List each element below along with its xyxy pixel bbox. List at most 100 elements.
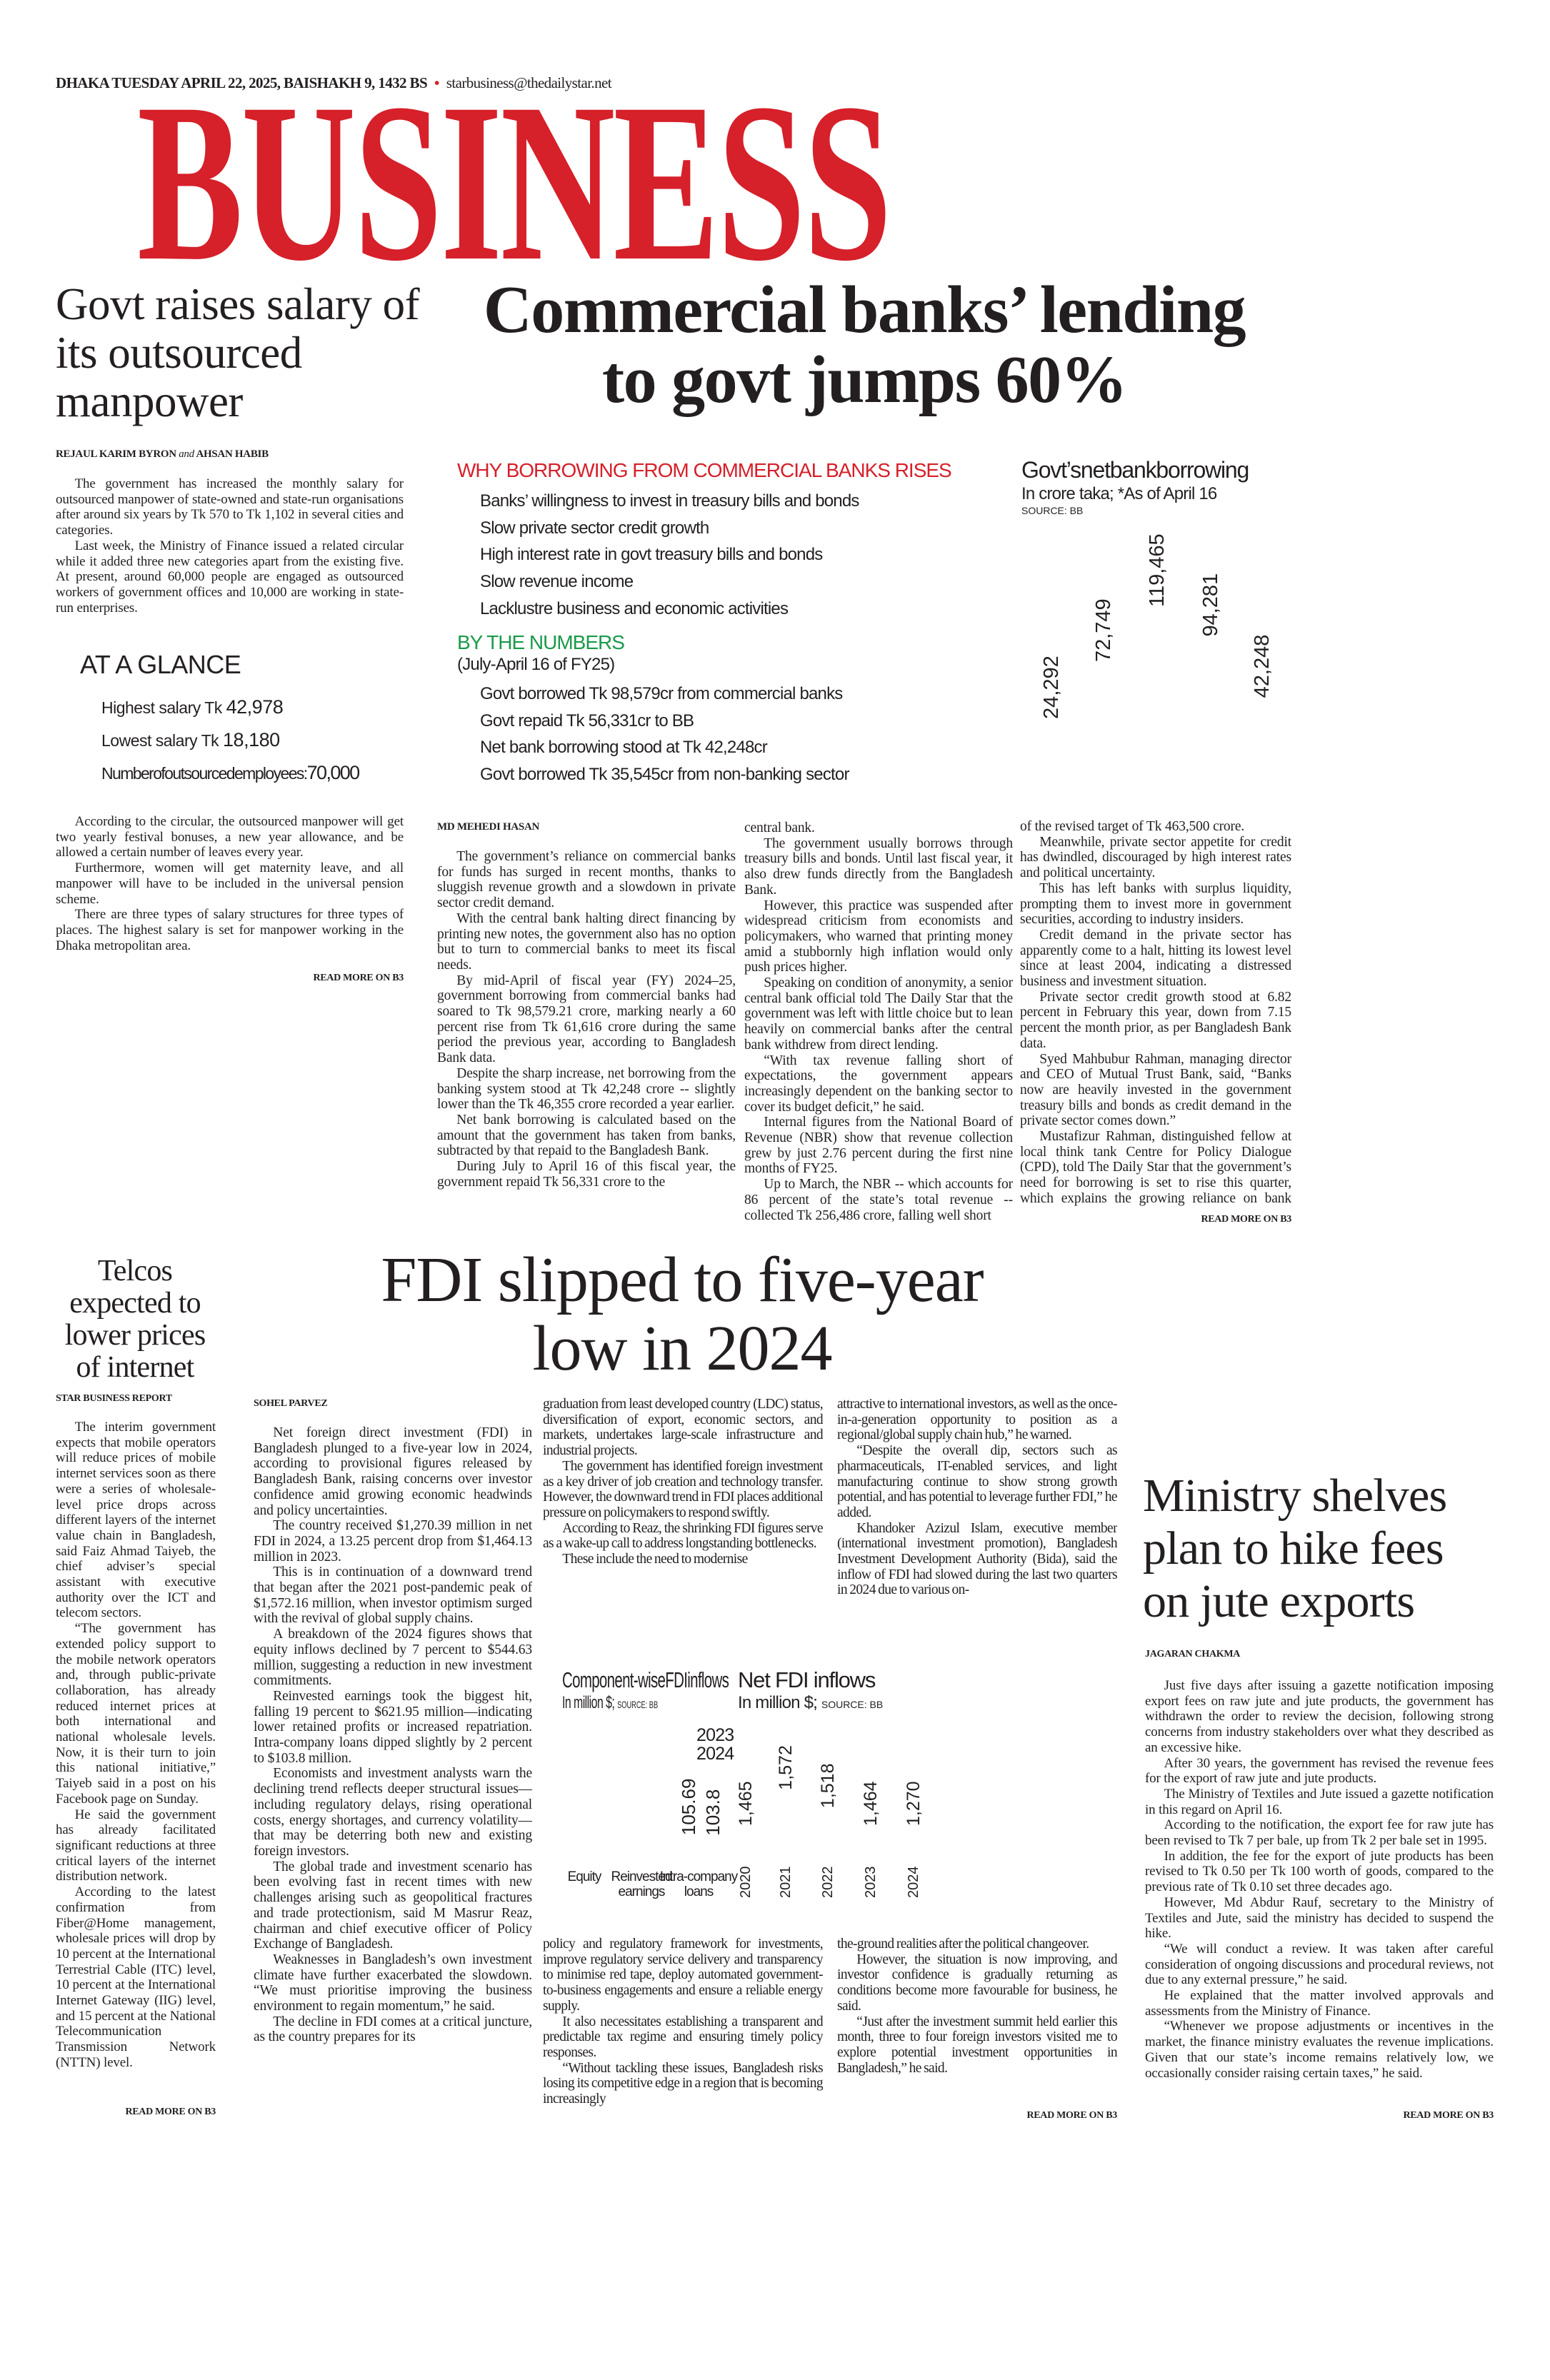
paragraph: By mid-April of fiscal year (FY) 2024–25… <box>437 973 736 1066</box>
paragraph: He explained that the matter involved ap… <box>1145 1988 1494 2019</box>
paragraph: Syed Mahbubur Rahman, managing director … <box>1020 1051 1291 1129</box>
paragraph: Speaking on condition of anonymity, a se… <box>744 975 1013 1053</box>
paragraph: Net foreign direct investment (FDI) in B… <box>254 1425 532 1518</box>
byline-conjunction: and <box>179 448 194 460</box>
telcos-headline[interactable]: Telcos expected to lower prices of inter… <box>50 1255 220 1384</box>
paragraph: This has left banks with surplus liquidi… <box>1020 880 1291 928</box>
paragraph: central bank. <box>744 820 815 835</box>
headline-line: low in 2024 <box>532 1313 832 1384</box>
bar-value-label: 1,270 <box>904 1781 924 1826</box>
fdi-column-2-top: graduation from least developed country … <box>543 1397 823 1632</box>
section-masthead: BUSINESS <box>137 56 892 308</box>
paragraph: The government has increased the monthly… <box>56 476 404 538</box>
banks-headline[interactable]: Commercial banks’ lending to govt jumps … <box>429 275 1300 415</box>
year-axis-label: 2020 <box>738 1867 754 1899</box>
year-axis-label: 2023 <box>863 1867 879 1899</box>
paragraph: A breakdown of the 2024 figures shows th… <box>254 1627 532 1689</box>
glance-value: 70,000 <box>306 762 361 783</box>
reason-item: Lacklustre business and economic activit… <box>480 598 789 618</box>
telcos-byline: STAR BUSINESS REPORT <box>56 1393 172 1404</box>
read-more-link[interactable]: READ MORE ON B3 <box>313 973 404 983</box>
chart-bar <box>812 1808 841 1864</box>
paragraph: There are three types of salary structur… <box>56 907 404 953</box>
chart-source: SOURCE: BB <box>821 1699 884 1710</box>
paragraph: According to the latest confirmation fro… <box>56 1884 216 2070</box>
why-borrowing-list: Banks’ willingness to invest in treasury… <box>480 488 859 623</box>
read-more-link[interactable]: READ MORE ON B3 <box>125 2107 216 2117</box>
paragraph: These include the need to modernise <box>562 1552 748 1567</box>
paragraph: “Despite the overall dip, sectors such a… <box>837 1443 1117 1520</box>
section-email-link[interactable]: starbusiness@thedailystar.net <box>446 74 612 91</box>
paragraph: Khandoker Azizul Islam, executive member… <box>837 1520 1117 1598</box>
paragraph: This is in continuation of a downward tr… <box>254 1565 532 1627</box>
paragraph: “The government has extended policy supp… <box>56 1621 216 1807</box>
headline-line: lower prices <box>64 1319 206 1352</box>
number-item: Net bank borrowing stood at Tk 42,248cr <box>480 738 768 757</box>
glance-label: Highest salary Tk <box>101 698 226 717</box>
bullet-dot-icon: • <box>434 74 439 91</box>
glance-label: Lowest salary Tk <box>101 731 224 750</box>
paragraph: The government has identified foreign in… <box>543 1458 823 1520</box>
paragraph: The interim government expects that mobi… <box>56 1420 216 1621</box>
chart-title: Component-wiseFDIinflows <box>562 1667 729 1692</box>
paragraph: attractive to international investors, a… <box>837 1397 1117 1443</box>
salary-headline[interactable]: Govt raises salary of its outsourced man… <box>56 279 420 426</box>
paragraph: Economists and investment analysts warn … <box>254 1766 532 1859</box>
banks-byline: MD MEHEDI HASAN <box>437 821 540 833</box>
read-more-link[interactable]: READ MORE ON B3 <box>1201 1214 1291 1225</box>
bar-value-label: 1,465 <box>736 1781 756 1826</box>
chart-bar <box>1081 662 1119 748</box>
banks-column-3: of the revised target of Tk 463,500 cror… <box>1020 819 1291 1208</box>
paragraph: The government usually borrows through t… <box>744 835 1013 898</box>
chart-unit: In million $; <box>562 1693 615 1712</box>
headline-line: Ministry shelves <box>1143 1470 1447 1522</box>
banks-column-2: central bank.The government usually borr… <box>744 820 1013 1238</box>
jute-byline: JAGARAN CHAKMA <box>1145 1649 1241 1660</box>
net-fdi-chart-header: Net FDI inflows In million $; SOURCE: BB <box>738 1667 883 1713</box>
jute-body: Just five days after issuing a gazette n… <box>1145 1678 1494 2110</box>
paragraph: With the central bank halting direct fin… <box>437 910 736 973</box>
paragraph: Up to March, the NBR -- which accounts f… <box>744 1177 1013 1223</box>
paragraph: Last week, the Ministry of Finance issue… <box>56 538 404 616</box>
category-label: Equity <box>568 1869 602 1884</box>
glance-item: Lowest salary Tk 18,180 <box>101 724 359 757</box>
read-more-link[interactable]: READ MORE ON B3 <box>1403 2110 1494 2121</box>
why-borrowing-title: WHY BORROWING FROM COMMERCIAL BANKS RISE… <box>457 459 952 481</box>
paragraph: After 30 years, the government has revis… <box>1145 1755 1494 1787</box>
headline-line: to govt jumps 60% <box>601 343 1128 417</box>
chart-bar <box>1029 718 1066 748</box>
glance-item: Highest salary Tk 42,978 <box>101 691 359 724</box>
chart-unit: In million $; <box>738 1693 818 1712</box>
paragraph: He said the government has already facil… <box>56 1807 216 1884</box>
fdi-byline: SOHEL PARVEZ <box>254 1398 328 1409</box>
jute-headline[interactable]: Ministry shelves plan to hike fees on ju… <box>1143 1470 1514 1628</box>
number-item: Govt borrowed Tk 98,579cr from commercia… <box>480 684 843 703</box>
paragraph: However, the situation is now improving,… <box>837 1952 1117 2014</box>
paragraph: The global trade and investment scenario… <box>254 1859 532 1952</box>
legend-label: 2023 <box>696 1725 734 1745</box>
chart-bar <box>1135 607 1172 748</box>
headline-line: Commercial banks’ lending <box>483 273 1246 347</box>
read-more-link[interactable]: READ MORE ON B3 <box>1026 2110 1117 2121</box>
chart-subtitle: In million $; SOURCE: BB <box>738 1693 883 1713</box>
fdi-headline[interactable]: FDI slipped to five-year low in 2024 <box>307 1246 1057 1383</box>
chart-bar <box>730 1826 759 1864</box>
fdi-column-3-bottom: the-ground realities after the political… <box>837 1937 1117 2108</box>
paragraph: According to the notification, the expor… <box>1145 1817 1494 1849</box>
paragraph: Credit demand in the private sector has … <box>1020 927 1291 990</box>
paragraph: However, Md Abdur Rauf, secretary to the… <box>1145 1894 1494 1942</box>
author-name: AHSAN HABIB <box>196 448 269 460</box>
glance-item: Numberofoutsourcedemployees:70,000 <box>101 757 361 790</box>
reason-item: Slow revenue income <box>480 572 634 592</box>
chart-bar <box>1240 698 1277 748</box>
paragraph: It also necessitates establishing a tran… <box>543 2014 823 2060</box>
glance-value: 18,180 <box>223 729 280 750</box>
paragraph: However, this practice was suspended aft… <box>744 898 1013 975</box>
headline-line: plan to hike fees <box>1143 1522 1444 1575</box>
at-a-glance-title: AT A GLANCE <box>80 650 241 679</box>
chart-bar <box>1189 636 1226 748</box>
glance-label: Numberofoutsourcedemployees: <box>101 764 308 783</box>
headline-line: FDI slipped to five-year <box>381 1245 984 1315</box>
